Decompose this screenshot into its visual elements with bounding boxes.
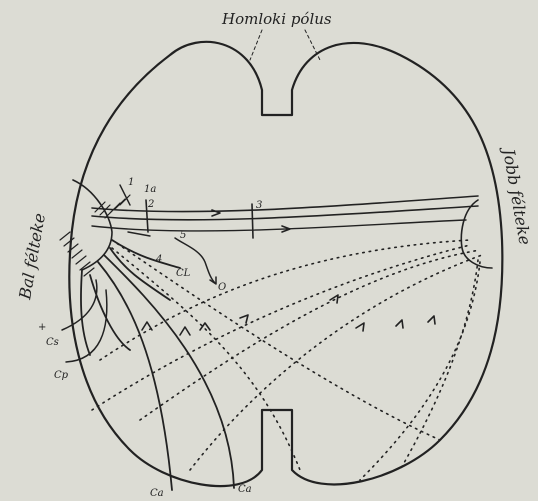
mark-cp: Cp	[54, 370, 69, 381]
mark-2: 2	[147, 199, 154, 210]
mark-cl: CL	[176, 268, 191, 279]
mark-1a: 1a	[144, 184, 156, 195]
mark-5: 5	[180, 230, 186, 241]
mark-3: 3	[256, 200, 262, 211]
dotted-arrows	[240, 295, 435, 331]
mark-ca-left: Ca	[150, 488, 164, 499]
mark-4: 4	[155, 254, 162, 265]
label-left-hemisphere: Bal félteke	[15, 212, 49, 302]
mark-o: O	[218, 282, 226, 293]
mark-1: 1	[128, 177, 134, 188]
label-right-hemisphere: Jobb félteke	[499, 144, 535, 246]
right-nucleus-outline	[461, 200, 492, 268]
mark-plus: +	[38, 322, 46, 333]
title-leader-left	[250, 30, 262, 60]
arrow-2	[128, 232, 150, 236]
fiber-arrows	[142, 322, 210, 335]
mark-cs: Cs	[46, 337, 59, 348]
loop-cs	[62, 280, 97, 330]
brain-outline	[69, 42, 502, 486]
tick-3	[252, 204, 253, 238]
crossed-fibers-dotted	[92, 240, 482, 480]
title-top-pole: Homloki pólus	[221, 10, 332, 28]
mark-ca-right: Ca	[238, 484, 252, 495]
